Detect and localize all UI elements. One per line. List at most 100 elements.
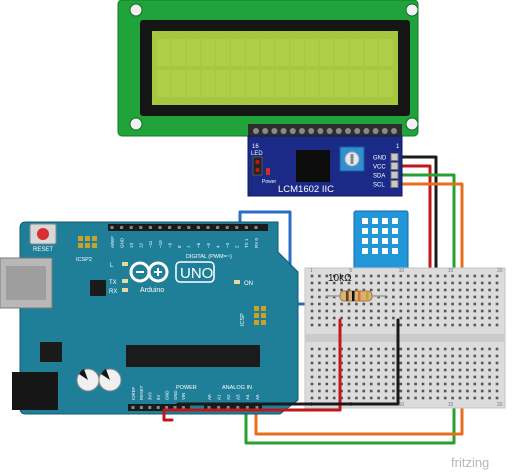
breadboard-hole (362, 347, 366, 351)
breadboard-hole (436, 396, 440, 400)
power-pin (156, 406, 160, 409)
breadboard-hole (310, 281, 314, 285)
i2c-pin-pad (390, 180, 399, 188)
breadboard-hole (473, 316, 477, 320)
breadboard-hole (406, 323, 410, 327)
breadboard-hole (392, 375, 395, 379)
breadboard-hole (436, 354, 440, 358)
lcd-cell (231, 70, 245, 97)
breadboard-hole (466, 309, 469, 313)
breadboard-hole (384, 361, 388, 365)
breadboard-hole (377, 347, 380, 351)
breadboard-hole (347, 309, 351, 313)
breadboard-hole (429, 309, 432, 313)
breadboard-hole (443, 295, 447, 299)
breadboard-hole (495, 323, 499, 327)
header-pin-icon (391, 128, 397, 134)
lcd-mount-hole-icon (405, 117, 419, 131)
dht-grille-hole (392, 228, 398, 234)
breadboard-hole (377, 281, 380, 285)
breadboard-hole (443, 302, 447, 306)
breadboard-hole (325, 323, 329, 327)
digital-pin (216, 226, 220, 229)
analog-pin (217, 406, 221, 409)
digital-pin (129, 226, 133, 229)
breadboard-hole (488, 375, 491, 379)
breadboard-hole (458, 354, 462, 358)
lcd-cell (319, 70, 334, 97)
breadboard-hole (318, 274, 321, 278)
dht-grille-hole (372, 228, 378, 234)
breadboard-hole (377, 389, 380, 393)
digital-pin (187, 226, 191, 229)
breadboard-hole (451, 375, 454, 379)
breadboard-hole (332, 281, 336, 285)
breadboard-hole (495, 295, 499, 299)
dht-grille-hole (372, 218, 378, 224)
breadboard-hole (347, 396, 351, 400)
breadboard-hole (414, 316, 417, 320)
breadboard-hole (451, 302, 454, 306)
breadboard-hole (384, 302, 388, 306)
breadboard-hole (377, 309, 380, 313)
breadboard-hole (392, 354, 395, 358)
lcd-cell (379, 70, 393, 97)
breadboard-hole (325, 274, 329, 278)
breadboard-hole (488, 361, 491, 365)
header-pin-icon (308, 128, 315, 134)
breadboard-hole (355, 309, 358, 313)
breadboard-hole (443, 281, 447, 285)
breadboard-hole (325, 302, 329, 306)
breadboard-hole (362, 288, 366, 292)
breadboard-hole (318, 288, 321, 292)
breadboard-hole (480, 347, 484, 351)
power-pin-label: IOREF (131, 386, 136, 400)
breadboard-hole (325, 389, 329, 393)
breadboard-hole (488, 274, 491, 278)
lcd-cell (305, 70, 319, 97)
breadboard-hole (414, 323, 417, 327)
breadboard-hole (488, 302, 491, 306)
power-pin-label: VIN (181, 393, 186, 400)
lcd-cell (364, 70, 378, 97)
vcc-wire (162, 318, 342, 422)
power-pin-label: GND (164, 390, 169, 400)
breadboard-column-mark: 15 (448, 268, 454, 274)
breadboard-hole (318, 281, 321, 285)
breadboard-hole (429, 361, 432, 365)
dht-grille-hole (372, 248, 378, 254)
breadboard-hole (473, 347, 477, 351)
breadboard-hole (406, 288, 410, 292)
breadboard-hole (332, 361, 336, 365)
breadboard-hole (466, 281, 469, 285)
breadboard-hole (340, 368, 343, 372)
breadboard-hole (399, 295, 403, 299)
breadboard-hole (369, 309, 373, 313)
power-pin (131, 406, 135, 409)
digital-pin (139, 226, 143, 229)
breadboard-hole (355, 316, 358, 320)
breadboard-hole (399, 274, 403, 278)
potentiometer-slot-icon (350, 154, 354, 164)
breadboard-hole (392, 382, 395, 386)
breadboard-hole (480, 389, 484, 393)
dht-grille-hole (382, 218, 388, 224)
icsp-header (254, 306, 266, 325)
i2c-pin-label: GND (373, 156, 387, 162)
dht-grille-hole (392, 218, 398, 224)
breadboard-hole (443, 382, 447, 386)
icsp-pin (254, 320, 259, 325)
breadboard-hole (340, 274, 343, 278)
capacitor-mark-icon (101, 369, 110, 380)
breadboard-hole (384, 288, 388, 292)
breadboard-hole (392, 302, 395, 306)
breadboard-hole (451, 389, 454, 393)
breadboard-hole (480, 396, 484, 400)
i2c-chip (296, 150, 330, 182)
resistor-band (352, 291, 355, 301)
breadboard-hole (355, 281, 358, 285)
breadboard-column-mark: 20 (497, 402, 503, 408)
uno-badge (175, 261, 215, 283)
breadboard-hole (340, 389, 343, 393)
i2c-pin-pad (390, 153, 399, 161)
